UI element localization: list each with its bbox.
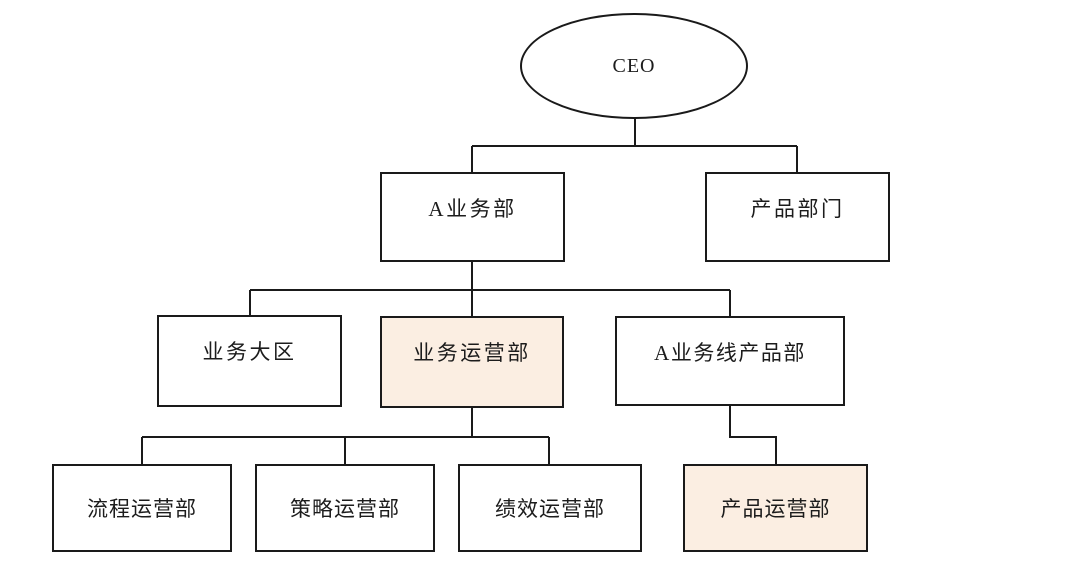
node-product-division-label: 产品部门 (750, 197, 845, 221)
node-process-operations: 流程运营部 (52, 464, 232, 552)
node-strategy-operations-label: 策略运营部 (290, 498, 400, 521)
node-process-operations-label: 流程运营部 (87, 498, 197, 521)
node-product-operations: 产品运营部 (683, 464, 868, 552)
node-performance-operations-label: 绩效运营部 (495, 498, 605, 521)
node-business-region-label: 业务大区 (202, 340, 297, 364)
node-business-region: 业务大区 (157, 315, 342, 407)
connector-alineproduct-child (729, 406, 777, 464)
node-a-business-dept: A业务部 (380, 172, 565, 262)
node-business-operations-label: 业务运营部 (413, 341, 531, 365)
node-product-division: 产品部门 (705, 172, 890, 262)
node-ceo: CEO (520, 13, 748, 119)
node-a-business-dept-label: A业务部 (428, 197, 517, 221)
connector-ceo-children (471, 119, 798, 172)
node-a-line-product-dept-label: A业务线产品部 (654, 341, 806, 365)
connector-abusiness-children (249, 262, 731, 316)
node-strategy-operations: 策略运营部 (255, 464, 435, 552)
node-product-operations-label: 产品运营部 (720, 498, 831, 521)
node-a-line-product-dept: A业务线产品部 (615, 316, 845, 406)
node-performance-operations: 绩效运营部 (458, 464, 642, 552)
node-business-operations: 业务运营部 (380, 316, 564, 408)
connector-bizops-children (141, 408, 550, 464)
node-ceo-label: CEO (612, 54, 656, 77)
